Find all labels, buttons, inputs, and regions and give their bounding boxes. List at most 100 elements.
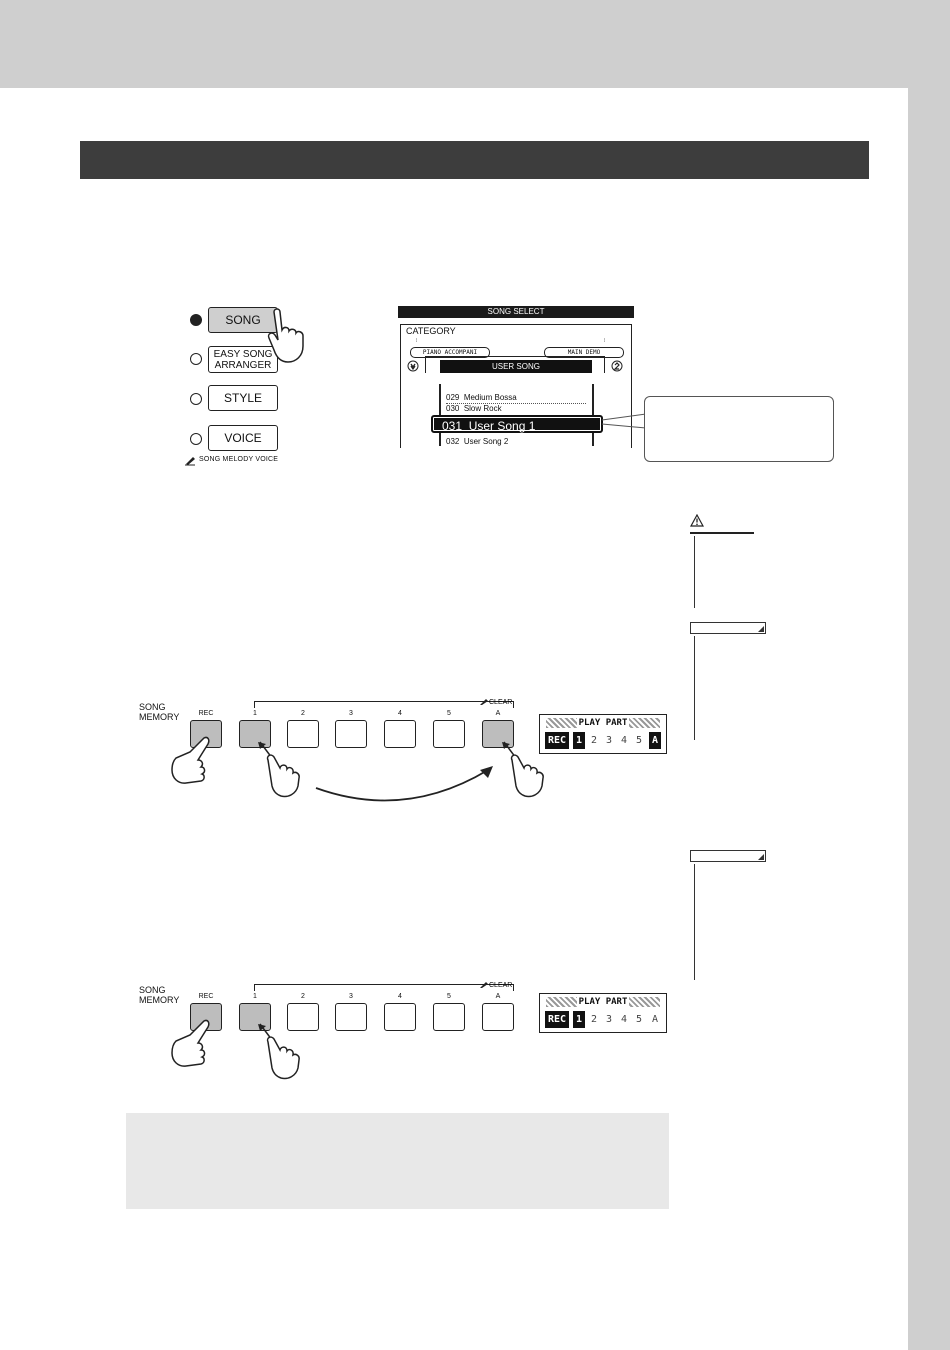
track-4-label: 4 xyxy=(398,710,402,717)
play-part-3: 3 xyxy=(605,1014,613,1025)
pointing-hand-icon xyxy=(171,1019,210,1067)
track-4-button[interactable] xyxy=(384,1003,416,1031)
clear-mark-icon xyxy=(480,699,488,705)
clear-mark-icon xyxy=(185,457,195,466)
track-3-label: 3 xyxy=(349,710,353,717)
play-part-5: 5 xyxy=(635,1014,643,1025)
callout-pointer xyxy=(601,413,647,429)
play-part-title-text: PLAY PART xyxy=(576,718,630,728)
top-margin-band xyxy=(0,0,950,88)
clear-label: CLEAR xyxy=(489,699,513,706)
track-bracket xyxy=(254,701,514,708)
caution-margin-line xyxy=(694,536,695,608)
category-label: CATEGORY xyxy=(406,326,456,336)
note-margin-line xyxy=(694,636,695,740)
lcd-title: SONG SELECT xyxy=(398,306,634,318)
song-number: 030 xyxy=(446,404,460,413)
track-2-button[interactable] xyxy=(287,720,319,748)
track-1-button[interactable] xyxy=(239,720,271,748)
song-row-030[interactable]: 030 Slow Rock xyxy=(446,404,502,413)
song-memory-label-line2: MEMORY xyxy=(139,995,180,1005)
track-5-button[interactable] xyxy=(433,720,465,748)
track-3-label: 3 xyxy=(349,993,353,1000)
song-number: 031 xyxy=(442,419,463,433)
scroll-left-icon[interactable] xyxy=(407,360,419,372)
play-part-display: PLAY PART REC 1 2 3 4 5 A xyxy=(539,993,667,1033)
style-led xyxy=(190,393,202,405)
clear-mark-icon xyxy=(480,982,488,988)
caution-triangle-icon xyxy=(690,514,704,527)
play-part-2: 2 xyxy=(590,735,598,746)
style-button[interactable]: STYLE xyxy=(208,385,278,411)
play-part-4: 4 xyxy=(620,1014,628,1025)
track-1-label: 1 xyxy=(253,993,257,1000)
song-name: Slow Rock xyxy=(463,404,502,413)
play-part-title: PLAY PART xyxy=(546,718,660,728)
track-1-button[interactable] xyxy=(239,1003,271,1031)
track-5-label: 5 xyxy=(447,710,451,717)
voice-button[interactable]: VOICE xyxy=(208,425,278,451)
play-part-3: 3 xyxy=(605,735,613,746)
track-2-label: 2 xyxy=(301,993,305,1000)
voice-led xyxy=(190,433,202,445)
pointing-hand-icon xyxy=(267,308,304,363)
play-part-display: PLAY PART REC 1 2 3 4 5 A xyxy=(539,714,667,754)
scroll-right-icon[interactable] xyxy=(611,360,623,372)
caution-rule xyxy=(690,532,754,534)
voice-button-label: VOICE xyxy=(224,430,262,445)
track-a-button[interactable] xyxy=(482,1003,514,1031)
easy-song-arranger-button[interactable]: EASY SONG ARRANGER xyxy=(208,346,278,373)
play-part-a: A xyxy=(649,732,661,749)
play-part-1: 1 xyxy=(573,1011,585,1028)
song-row-032[interactable]: 032 User Song 2 xyxy=(446,437,508,446)
category-bracket xyxy=(425,356,605,373)
play-part-rec: REC xyxy=(545,732,569,749)
play-part-rec: REC xyxy=(545,1011,569,1028)
song-number: 032 xyxy=(446,437,460,446)
track-a-button[interactable] xyxy=(482,720,514,748)
sequence-arrow xyxy=(315,766,493,802)
pointing-hand-icon xyxy=(258,741,300,798)
clear-label: CLEAR xyxy=(489,982,513,989)
track-4-label: 4 xyxy=(398,993,402,1000)
track-5-button[interactable] xyxy=(433,1003,465,1031)
play-part-a: A xyxy=(651,1014,659,1025)
pointing-hand-icon xyxy=(502,741,544,798)
song-number: 029 xyxy=(446,393,460,402)
track-3-button[interactable] xyxy=(335,1003,367,1031)
note-margin-line xyxy=(694,864,695,980)
tick-mark: ⁞ xyxy=(416,338,418,344)
song-row-029[interactable]: 029 Medium Bossa xyxy=(446,393,517,402)
track-3-button[interactable] xyxy=(335,720,367,748)
left-category-pill: PIANO ACCOMPANI xyxy=(410,347,490,358)
song-name: User Song 1 xyxy=(468,419,536,433)
play-part-2: 2 xyxy=(590,1014,598,1025)
track-a-label: A xyxy=(495,710,501,717)
style-button-label: STYLE xyxy=(223,390,262,405)
callout-box xyxy=(644,396,834,462)
track-2-label: 2 xyxy=(301,710,305,717)
track-a-label: A xyxy=(495,993,501,1000)
track-1-label: 1 xyxy=(253,710,257,717)
song-name: User Song 2 xyxy=(463,437,509,446)
pointing-hand-icon xyxy=(171,736,210,784)
section-header-bar xyxy=(80,141,869,179)
pointing-hand-icon xyxy=(258,1023,300,1080)
track-2-button[interactable] xyxy=(287,1003,319,1031)
side-thumb-tab xyxy=(908,88,950,1350)
play-part-1: 1 xyxy=(573,732,585,749)
play-part-5: 5 xyxy=(635,735,643,746)
song-name: Medium Bossa xyxy=(463,393,517,402)
song-memory-label-line1: SONG xyxy=(139,985,166,995)
song-row-031-selected[interactable]: 031 User Song 1 xyxy=(431,415,603,433)
song-memory-label-line2: MEMORY xyxy=(139,712,180,722)
song-memory-label-line1: SONG xyxy=(139,702,166,712)
track-4-button[interactable] xyxy=(384,720,416,748)
rec-label: REC xyxy=(198,993,214,1000)
info-box xyxy=(126,1113,669,1209)
rec-label: REC xyxy=(198,710,214,717)
tick-mark: ⁞ xyxy=(604,338,606,344)
mode-footer-label: SONG MELODY VOICE xyxy=(199,456,279,463)
song-button[interactable]: SONG xyxy=(208,307,278,333)
